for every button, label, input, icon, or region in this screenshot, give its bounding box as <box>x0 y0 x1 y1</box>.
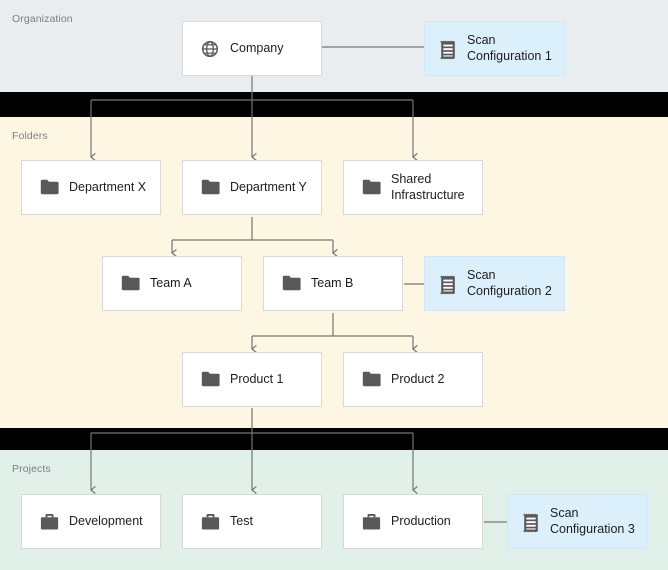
node-department-y[interactable]: Department Y <box>182 160 322 215</box>
folder-icon <box>362 371 381 389</box>
folder-icon <box>201 179 220 197</box>
node-label-shared-infrastructure: Shared Infrastructure <box>391 171 465 202</box>
receipt-icon <box>439 275 457 294</box>
node-shared-infrastructure[interactable]: Shared Infrastructure <box>343 160 483 215</box>
globe-icon <box>201 40 219 58</box>
node-team-b[interactable]: Team B <box>263 256 403 311</box>
node-label-department-y: Department Y <box>230 179 307 194</box>
node-production[interactable]: Production <box>343 494 483 549</box>
node-department-x[interactable]: Department X <box>21 160 161 215</box>
node-test[interactable]: Test <box>182 494 322 549</box>
node-label-team-b: Team B <box>311 275 354 290</box>
node-label-development: Development <box>69 513 143 528</box>
receipt-icon <box>439 40 457 59</box>
node-label-team-a: Team A <box>150 275 192 290</box>
folder-icon <box>282 275 301 293</box>
node-development[interactable]: Development <box>21 494 161 549</box>
node-label-scan-configuration-3: Scan Configuration 3 <box>550 505 635 536</box>
node-label-test: Test <box>230 513 253 528</box>
section-label-projects: Projects <box>12 463 51 475</box>
node-label-scan-configuration-1: Scan Configuration 1 <box>467 32 552 63</box>
node-company[interactable]: Company <box>182 21 322 76</box>
node-label-product-2: Product 2 <box>391 371 445 386</box>
briefcase-icon <box>362 513 381 531</box>
briefcase-icon <box>201 513 220 531</box>
node-label-company: Company <box>230 40 284 55</box>
section-label-organization: Organization <box>12 13 73 25</box>
node-scan-configuration-1[interactable]: Scan Configuration 1 <box>424 21 565 76</box>
receipt-icon <box>522 513 540 532</box>
node-label-product-1: Product 1 <box>230 371 284 386</box>
section-organization: Organization <box>0 0 668 92</box>
node-scan-configuration-3[interactable]: Scan Configuration 3 <box>507 494 647 549</box>
node-label-scan-configuration-2: Scan Configuration 2 <box>467 267 552 298</box>
node-product-2[interactable]: Product 2 <box>343 352 483 407</box>
node-team-a[interactable]: Team A <box>102 256 242 311</box>
node-scan-configuration-2[interactable]: Scan Configuration 2 <box>424 256 565 311</box>
section-label-folders: Folders <box>12 130 48 142</box>
folder-icon <box>201 371 220 389</box>
node-label-production: Production <box>391 513 451 528</box>
folder-icon <box>40 179 59 197</box>
briefcase-icon <box>40 513 59 531</box>
folder-icon <box>121 275 140 293</box>
node-label-department-x: Department X <box>69 179 147 194</box>
folder-icon <box>362 179 381 197</box>
node-product-1[interactable]: Product 1 <box>182 352 322 407</box>
